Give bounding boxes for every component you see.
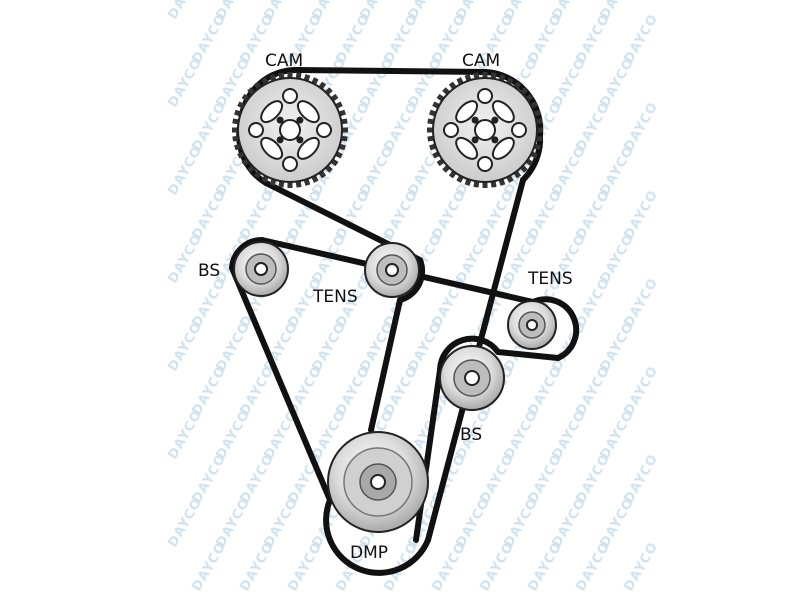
sprocket-pin: [491, 136, 499, 144]
sprocket-slot: [260, 100, 284, 124]
bs-pulley-right: [439, 345, 505, 411]
watermark-logo: DAYCO: [429, 540, 469, 594]
cam-sprocket-left: [232, 72, 348, 188]
sprocket-pin: [491, 116, 499, 124]
belt-tens-to-dmp-span: [368, 297, 403, 433]
sprocket-slot: [296, 100, 320, 124]
watermark-logo: DAYCO: [165, 408, 205, 462]
label-tens-left: TENS: [312, 287, 358, 307]
sprocket-hole: [477, 88, 493, 104]
sprocket-hole: [477, 156, 493, 172]
label-bs-left: BS: [198, 261, 220, 281]
sprocket-slot: [296, 136, 320, 160]
sprocket-tooth: [287, 179, 293, 188]
sprocket-slot: [455, 100, 479, 124]
sprocket-hole: [282, 88, 298, 104]
cam-sprocket-left-hub: [279, 119, 301, 141]
sprocket-tooth: [482, 179, 488, 188]
label-cam-left: CAM: [265, 51, 303, 71]
belt-right-tens-wrap: [530, 296, 580, 361]
sprocket-slot: [260, 136, 284, 160]
label-cam-right: CAM: [462, 51, 500, 71]
sprocket-pin: [276, 136, 284, 144]
watermark-logo: DAYCO: [525, 540, 565, 594]
sprocket-hole: [316, 122, 332, 138]
bs-pulley-left: [233, 241, 289, 297]
belt-left-tens-wrap: [397, 257, 426, 303]
sprocket-slot: [491, 136, 515, 160]
sprocket-pin: [471, 116, 479, 124]
tens-pulley-left: [364, 242, 420, 298]
label-dmp: DMP: [350, 543, 388, 563]
sprocket-hole: [511, 122, 527, 138]
cam-sprocket-right: [427, 72, 543, 188]
watermark-logo: DAYCO: [237, 540, 277, 594]
belt-right-tens-return: [495, 349, 561, 361]
cam-sprocket-left-holes: [248, 88, 332, 172]
belt-left-bs-wrap: [229, 236, 265, 271]
sprocket-slot: [491, 100, 515, 124]
sprocket-hole: [248, 122, 264, 138]
sprocket-hole: [282, 156, 298, 172]
watermark-logo: DAYCO: [477, 540, 517, 594]
belt-top-span: [294, 67, 489, 75]
sprocket-pin: [296, 136, 304, 144]
sprocket-pin: [276, 116, 284, 124]
dmp-pulley: [327, 431, 429, 533]
belt-right-bs-wrap: [437, 335, 501, 373]
belt-left-bs-to-dmp-span: [229, 265, 333, 503]
sprocket-pin: [471, 136, 479, 144]
cam-sprocket-right-hub: [474, 119, 496, 141]
label-tens-right: TENS: [527, 269, 573, 289]
watermark-logo: DAYCO: [285, 540, 325, 594]
belt-right-bs-to-dmp-span: [413, 367, 443, 543]
belt-dmp-wrap: [323, 497, 431, 576]
cam-sprocket-right-holes: [443, 88, 527, 172]
watermark-logo: DAYCO: [165, 496, 205, 550]
sprocket-tooth: [482, 72, 488, 81]
sprocket-tooth: [287, 72, 293, 81]
watermark-logo: DAYCO: [165, 56, 205, 110]
watermark-logo: DAYCO: [189, 540, 229, 594]
sprocket-slot: [455, 136, 479, 160]
watermark-logo: DAYCO: [165, 320, 205, 374]
tens-pulley-right: [507, 300, 557, 350]
watermark-logo: DAYCO: [621, 540, 661, 594]
watermark-logo: DAYCO: [165, 144, 205, 198]
sprocket-hole: [443, 122, 459, 138]
watermark-logo: DAYCO: [573, 540, 613, 594]
sprocket-pin: [296, 116, 304, 124]
label-bs-right: BS: [460, 425, 482, 445]
watermark-logo: DAYCO: [165, 0, 205, 22]
